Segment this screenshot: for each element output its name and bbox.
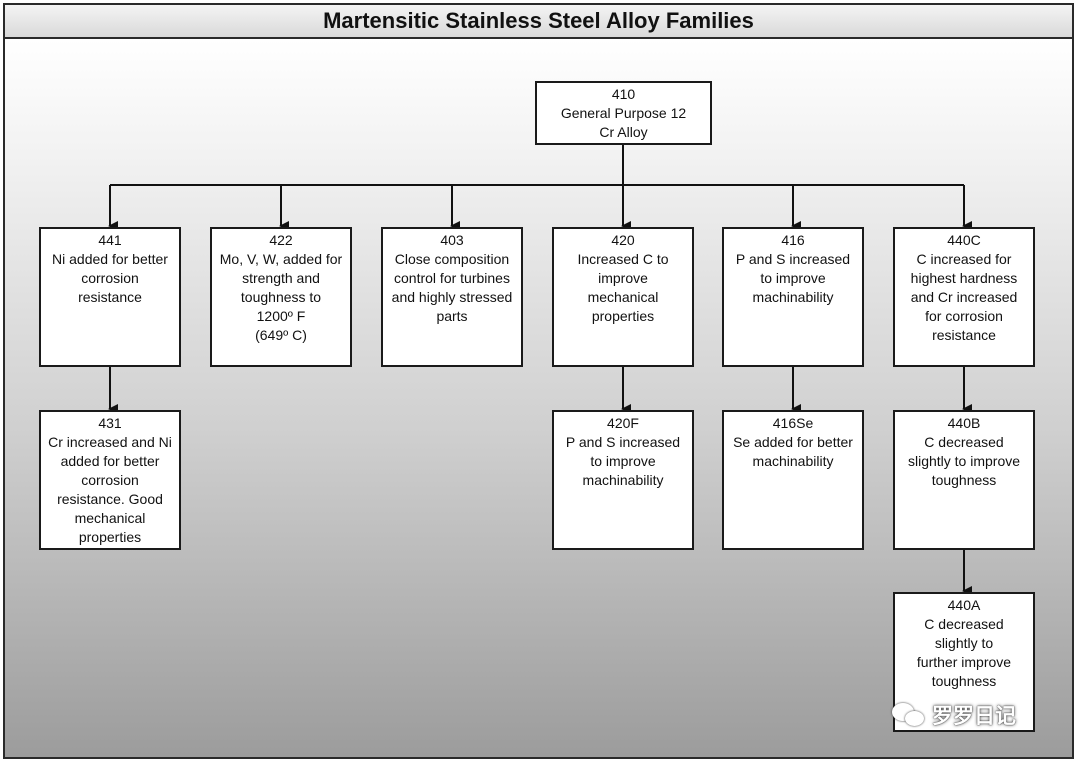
node-441: 441 Ni added for better corrosion resist… bbox=[39, 227, 181, 367]
node-420F: 420F P and S increased to improve machin… bbox=[552, 410, 694, 550]
node-code: 431 bbox=[98, 415, 122, 431]
node-code: 440C bbox=[947, 232, 981, 248]
node-description: P and S increased to improve machinabili… bbox=[565, 434, 681, 488]
node-code: 440A bbox=[947, 597, 981, 613]
node-code: 416Se bbox=[772, 415, 814, 431]
node-description: P and S increased to improve machinabili… bbox=[735, 251, 851, 305]
node-431: 431 Cr increased and Ni added for better… bbox=[39, 410, 181, 550]
node-code: 410 bbox=[611, 86, 636, 102]
node-code: 441 bbox=[98, 232, 122, 248]
node-description: Ni added for better corrosion resistance bbox=[52, 251, 168, 305]
watermark: 罗罗日记 bbox=[892, 700, 1042, 730]
node-420: 420 Increased C to improve mechanical pr… bbox=[552, 227, 694, 367]
node-code: 422 bbox=[269, 232, 293, 248]
node-code: 420F bbox=[607, 415, 639, 431]
watermark-text: 罗罗日记 bbox=[932, 705, 1016, 728]
node-description: Close composition control for turbines a… bbox=[391, 251, 513, 324]
node-code: 416 bbox=[781, 232, 805, 248]
node-code: 420 bbox=[611, 232, 635, 248]
node-description: Cr increased and Ni added for better cor… bbox=[48, 434, 172, 545]
node-440B: 440B C decreased slightly to improve tou… bbox=[893, 410, 1035, 550]
node-description: Increased C to improve mechanical proper… bbox=[577, 251, 669, 324]
node-403: 403 Close composition control for turbin… bbox=[381, 227, 523, 367]
diagram-title: Martensitic Stainless Steel Alloy Famili… bbox=[3, 3, 1074, 39]
wechat-icon bbox=[892, 701, 926, 729]
node-description: C increased for highest hardness and Cr … bbox=[910, 251, 1018, 343]
node-code: 403 bbox=[440, 232, 464, 248]
node-description: Mo, V, W, added for strength and toughne… bbox=[219, 251, 343, 343]
node-416: 416 P and S increased to improve machina… bbox=[722, 227, 864, 367]
node-410: 410 General Purpose 12 Cr Alloy bbox=[535, 81, 712, 145]
node-440A: 440A C decreased slightly to further imp… bbox=[893, 592, 1035, 732]
node-description: C decreased slightly to further improve … bbox=[916, 616, 1012, 689]
node-code: 440B bbox=[947, 415, 981, 431]
node-description: Se added for better machinability bbox=[733, 434, 853, 469]
node-description: C decreased slightly to improve toughnes… bbox=[907, 434, 1021, 488]
node-description: General Purpose 12 Cr Alloy bbox=[560, 105, 687, 140]
node-416Se: 416Se Se added for better machinability bbox=[722, 410, 864, 550]
node-422: 422 Mo, V, W, added for strength and tou… bbox=[210, 227, 352, 367]
node-440C: 440C C increased for highest hardness an… bbox=[893, 227, 1035, 367]
